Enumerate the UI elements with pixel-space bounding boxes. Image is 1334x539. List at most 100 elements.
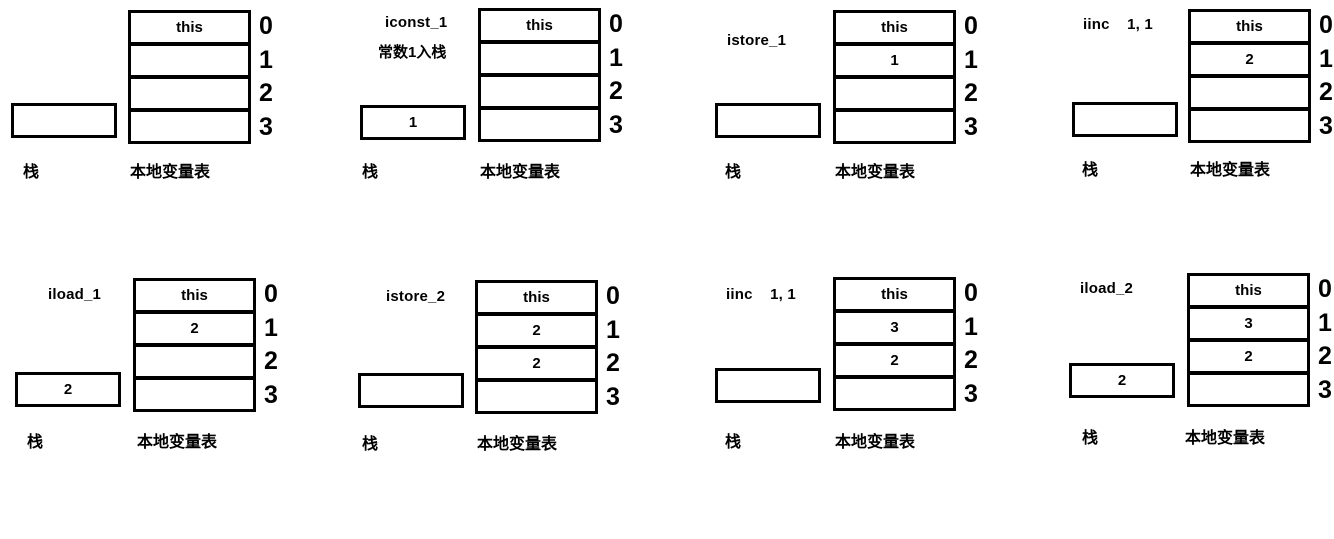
lvt-slot-3 <box>136 380 253 409</box>
slot-index-3: 3 <box>264 380 278 409</box>
lvt-slot-2 <box>131 79 248 112</box>
panel-iconst-1: iconst_1 常数1入栈 this 0 1 2 3 1 栈 本地变量表 <box>333 0 666 260</box>
lvt-slot-0: this <box>836 13 953 46</box>
lvt-slot-3 <box>836 112 953 141</box>
panel-istore-1: istore_1 this 1 0 1 2 3 栈 本地变量表 <box>667 0 1000 260</box>
lvt-slot-1: 3 <box>836 313 953 346</box>
local-variable-table: this 2 2 0 1 2 3 <box>475 280 620 414</box>
instruction-label: iload_1 <box>48 286 102 303</box>
slot-index-0: 0 <box>1319 11 1333 40</box>
lvt-slot-1: 1 <box>836 46 953 79</box>
stack-box <box>715 368 821 403</box>
instruction-label: iinc 1, 1 <box>1083 16 1153 33</box>
instruction-label: istore_1 <box>727 32 787 49</box>
slot-index-3: 3 <box>964 112 978 141</box>
slot-index-2: 2 <box>964 346 978 375</box>
slot-indices: 0 1 2 3 <box>964 277 978 411</box>
slot-indices: 0 1 2 3 <box>964 10 978 144</box>
stack-box: 2 <box>1069 363 1175 398</box>
slot-index-2: 2 <box>1319 78 1333 107</box>
lvt-slot-0: this <box>1191 12 1308 45</box>
slot-index-3: 3 <box>259 112 273 141</box>
instruction-label: istore_2 <box>386 288 446 305</box>
local-variable-table: this 0 1 2 3 <box>128 10 273 144</box>
locals-caption: 本地变量表 <box>835 434 916 451</box>
panel-iload-1: iload_1 this 2 0 1 2 3 2 栈 本地变量表 <box>0 260 333 520</box>
lvt-slot-3 <box>836 379 953 408</box>
lvt-box: this 3 2 <box>833 277 956 411</box>
panel-istore-2: istore_2 this 2 2 0 1 2 3 栈 本地变量表 <box>333 260 666 520</box>
slot-indices: 0 1 2 3 <box>1318 273 1332 407</box>
lvt-box: this <box>478 8 601 142</box>
stack-caption: 栈 <box>1082 162 1099 179</box>
panel-initial-state: this 0 1 2 3 栈 本地变量表 <box>0 0 333 260</box>
instruction-label: iload_2 <box>1080 280 1134 297</box>
slot-index-0: 0 <box>259 12 273 41</box>
slot-index-2: 2 <box>606 349 620 378</box>
stack-box <box>358 373 464 408</box>
stack-box <box>11 103 117 138</box>
stack-caption: 栈 <box>725 164 742 181</box>
lvt-slot-3 <box>481 110 598 139</box>
lvt-slot-0: this <box>136 281 253 314</box>
slot-index-2: 2 <box>964 79 978 108</box>
lvt-box: this <box>128 10 251 144</box>
slot-index-3: 3 <box>1318 375 1332 404</box>
lvt-slot-0: this <box>1190 276 1307 309</box>
lvt-box: this 2 2 <box>475 280 598 414</box>
stack-caption: 栈 <box>725 434 742 451</box>
lvt-slot-3 <box>1191 111 1308 140</box>
lvt-slot-2: 2 <box>1190 342 1307 375</box>
slot-index-1: 1 <box>606 315 620 344</box>
panel-iinc-second: iinc 1, 1 this 3 2 0 1 2 3 栈 本地变量表 <box>667 260 1000 520</box>
instruction-label: iconst_1 <box>385 14 448 31</box>
locals-caption: 本地变量表 <box>480 164 561 181</box>
slot-indices: 0 1 2 3 <box>609 8 623 142</box>
stack-caption: 栈 <box>27 434 44 451</box>
slot-index-1: 1 <box>964 312 978 341</box>
stack-caption: 栈 <box>1082 430 1099 447</box>
local-variable-table: this 3 2 0 1 2 3 <box>1187 273 1332 407</box>
locals-caption: 本地变量表 <box>477 436 558 453</box>
lvt-slot-2: 2 <box>478 349 595 382</box>
stack-caption: 栈 <box>23 164 40 181</box>
lvt-slot-2 <box>136 347 253 380</box>
lvt-slot-2 <box>481 77 598 110</box>
slot-indices: 0 1 2 3 <box>259 10 273 144</box>
locals-caption: 本地变量表 <box>1190 162 1271 179</box>
slot-index-2: 2 <box>609 77 623 106</box>
lvt-slot-1 <box>131 46 248 79</box>
slot-index-1: 1 <box>1318 308 1332 337</box>
stack-box <box>715 103 821 138</box>
slot-index-0: 0 <box>264 280 278 309</box>
slot-index-0: 0 <box>606 282 620 311</box>
lvt-box: this 2 <box>133 278 256 412</box>
slot-index-0: 0 <box>964 12 978 41</box>
local-variable-table: this 0 1 2 3 <box>478 8 623 142</box>
stack-caption: 栈 <box>362 436 379 453</box>
panel-iload-2: iload_2 this 3 2 0 1 2 3 2 栈 本地变量表 <box>1000 260 1333 520</box>
lvt-slot-1: 3 <box>1190 309 1307 342</box>
stack-box: 1 <box>360 105 466 140</box>
lvt-slot-1: 2 <box>1191 45 1308 78</box>
lvt-slot-2 <box>836 79 953 112</box>
slot-indices: 0 1 2 3 <box>264 278 278 412</box>
lvt-slot-2: 2 <box>836 346 953 379</box>
lvt-slot-3 <box>478 382 595 411</box>
slot-index-3: 3 <box>964 379 978 408</box>
lvt-slot-0: this <box>481 11 598 44</box>
slot-index-0: 0 <box>1318 275 1332 304</box>
slot-indices: 0 1 2 3 <box>1319 9 1333 143</box>
slot-index-1: 1 <box>264 313 278 342</box>
slot-index-1: 1 <box>259 45 273 74</box>
slot-index-1: 1 <box>609 43 623 72</box>
local-variable-table: this 2 0 1 2 3 <box>133 278 278 412</box>
slot-indices: 0 1 2 3 <box>606 280 620 414</box>
slot-index-3: 3 <box>1319 111 1333 140</box>
slot-index-0: 0 <box>609 10 623 39</box>
stack-box <box>1072 102 1178 137</box>
locals-caption: 本地变量表 <box>137 434 218 451</box>
slot-index-3: 3 <box>609 110 623 139</box>
lvt-slot-3 <box>1190 375 1307 404</box>
